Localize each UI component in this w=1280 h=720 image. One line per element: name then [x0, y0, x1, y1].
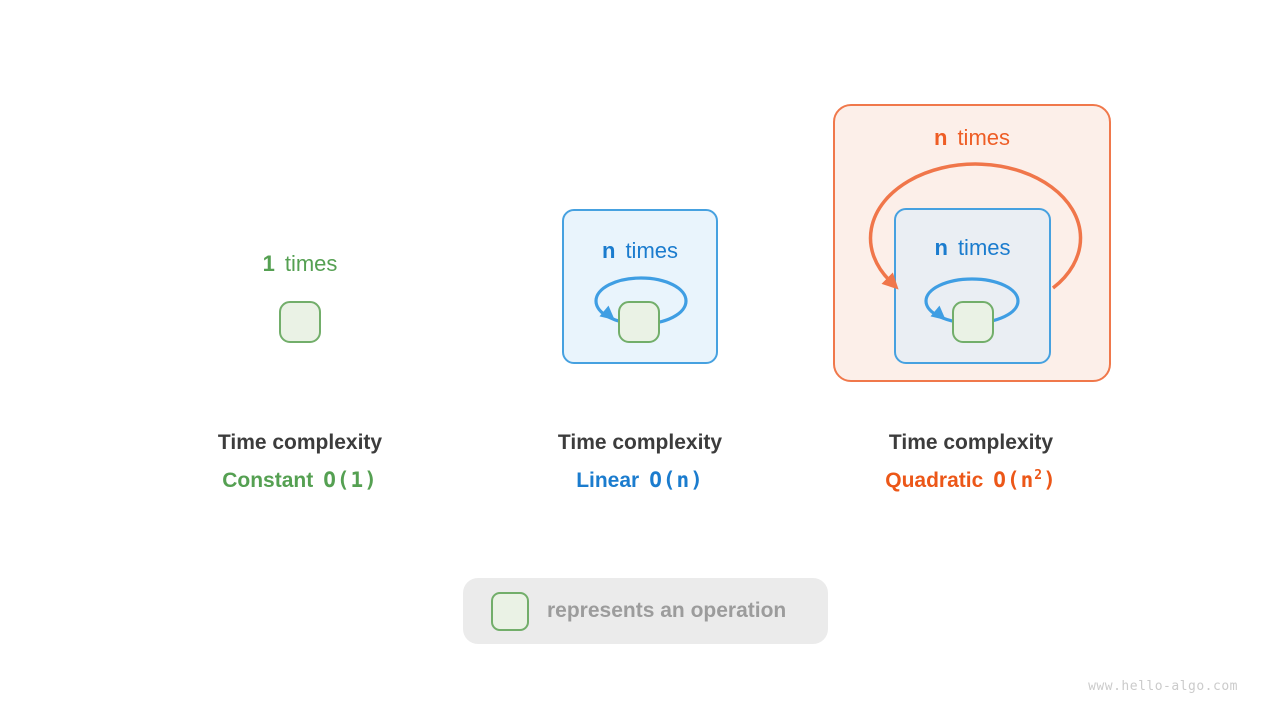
quadratic-complexity-label: Quadratic O(n2) — [841, 468, 1101, 492]
legend: represents an operation — [463, 578, 828, 644]
linear-complexity-name: Linear — [576, 469, 640, 492]
quadratic-outer-count-value: n — [933, 125, 948, 150]
constant-complexity-label: Constant O(1) — [170, 468, 430, 492]
constant-complexity-notation: O(1) — [323, 468, 378, 492]
linear-loop-box — [562, 209, 718, 364]
operation-box-legend-icon — [491, 591, 529, 631]
linear-complexity-label: Linear O(n) — [510, 468, 770, 492]
quadratic-outer-count-word: times — [957, 125, 1010, 150]
constant-count-label: 1 times — [220, 253, 380, 275]
linear-complexity-notation: O(n) — [649, 468, 704, 492]
quadratic-inner-count-value: n — [934, 235, 948, 260]
constant-count-word: times — [284, 251, 338, 276]
quadratic-complexity-name: Quadratic — [885, 469, 984, 492]
constant-count-value: 1 — [262, 251, 275, 276]
linear-count-value: n — [601, 238, 616, 263]
legend-text: represents an operation — [547, 599, 787, 622]
quadratic-caption-title: Time complexity — [888, 431, 1054, 454]
quadratic-complexity-notation: O(n2) — [993, 468, 1057, 492]
constant-complexity-name: Constant — [222, 469, 314, 492]
quadratic-inner-loop-box — [894, 208, 1051, 364]
constant-operation-box — [279, 301, 321, 343]
quadratic-inner-count-word: times — [957, 235, 1011, 260]
linear-caption-title: Time complexity — [557, 431, 723, 454]
constant-caption-title: Time complexity — [217, 431, 383, 454]
watermark: www.hello-algo.com — [1088, 679, 1238, 694]
linear-count-word: times — [625, 238, 678, 263]
